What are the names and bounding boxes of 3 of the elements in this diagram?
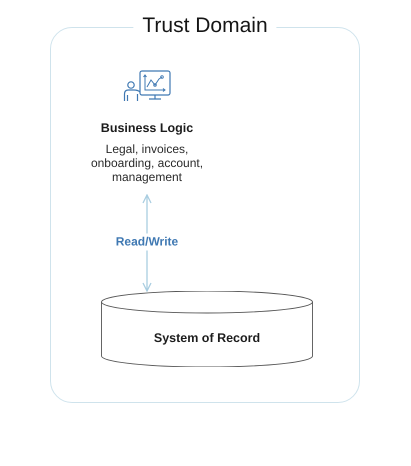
node-heading: Business Logic: [100, 120, 194, 136]
node-label: System of Record: [154, 330, 260, 346]
node-description: Legal, invoices, onboarding, account, management: [90, 142, 204, 184]
